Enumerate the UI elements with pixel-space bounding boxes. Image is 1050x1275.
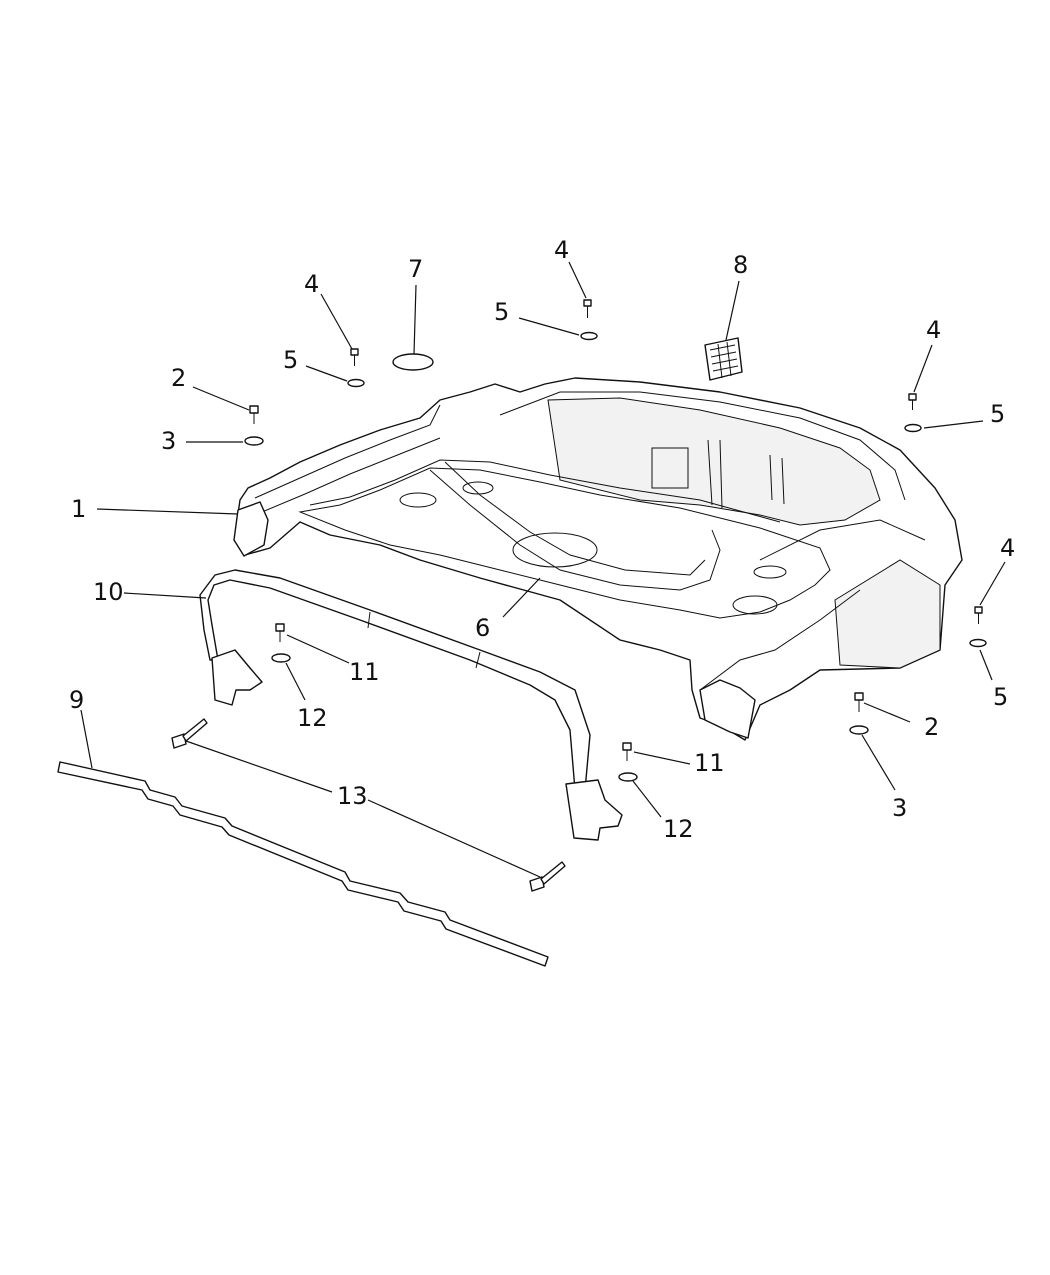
long-bolt-13-a	[171, 718, 208, 749]
washer-5-b	[580, 331, 598, 341]
callout-12: 12	[663, 815, 694, 843]
plug-7	[392, 353, 434, 371]
callout-4: 4	[926, 316, 941, 344]
bolt-2-a	[249, 405, 259, 424]
rear-floor-pan	[233, 377, 963, 741]
callout-9: 9	[69, 686, 84, 714]
callout-5: 5	[494, 298, 509, 326]
washer-5-d	[969, 638, 987, 648]
callout-12: 12	[297, 704, 328, 732]
callout-6: 6	[475, 614, 490, 642]
bolt-11-b	[622, 742, 632, 761]
leader-lines	[80, 261, 1006, 878]
callout-7: 7	[408, 255, 423, 283]
washer-12-b	[618, 772, 638, 782]
bolt-4-d	[974, 606, 983, 624]
callout-2: 2	[924, 713, 939, 741]
bolt-11-a	[275, 623, 285, 642]
callout-4: 4	[554, 236, 569, 264]
callout-3: 3	[161, 427, 176, 455]
callout-1: 1	[71, 495, 86, 523]
callout-5: 5	[993, 683, 1008, 711]
callout-4: 4	[304, 270, 319, 298]
long-bolt-13-b	[529, 861, 566, 892]
cross-tube-10	[199, 569, 623, 841]
washer-12-a	[271, 653, 291, 663]
callout-11: 11	[694, 749, 725, 777]
washer-5-c	[904, 423, 922, 433]
callout-10: 10	[93, 578, 124, 606]
callout-5: 5	[283, 346, 298, 374]
washer-3-b	[849, 725, 869, 735]
callout-11: 11	[349, 658, 380, 686]
callouts: 1 2 2 3 3 4 4 4 4 5 5 5 5 6 7 8 9 10 11 …	[69, 236, 1015, 843]
bolt-4-b	[583, 299, 592, 318]
callout-3: 3	[892, 794, 907, 822]
vent-grille-8	[704, 337, 743, 381]
bolt-2-b	[854, 692, 864, 712]
washer-5-a	[347, 378, 365, 388]
bolt-4-c	[908, 393, 917, 410]
bolt-4-a	[350, 348, 359, 366]
callout-13: 13	[337, 782, 368, 810]
callout-5: 5	[990, 400, 1005, 428]
callout-2: 2	[171, 364, 186, 392]
strap-9	[57, 761, 549, 967]
callout-4: 4	[1000, 534, 1015, 562]
callout-8: 8	[733, 251, 748, 279]
washer-3-a	[244, 436, 264, 446]
